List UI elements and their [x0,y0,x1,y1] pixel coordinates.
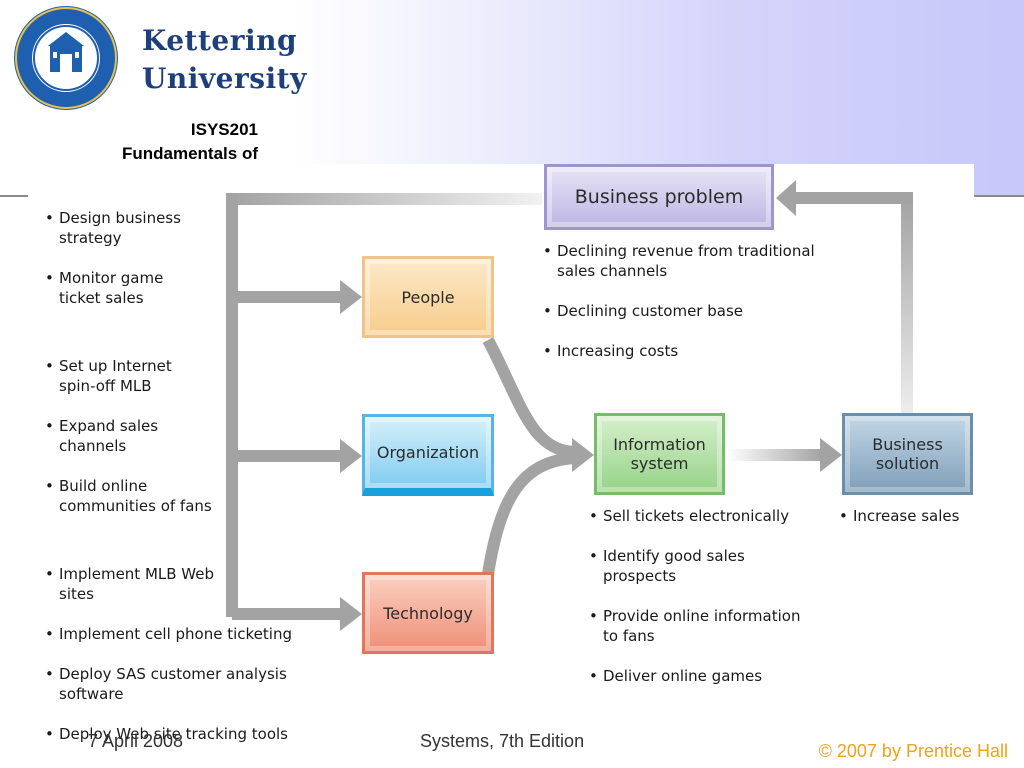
information-system-bullet-list: Sell tickets electronically Identify goo… [589,506,800,686]
list-item: Increase sales [839,506,959,526]
arrow-to-people [232,291,342,303]
arrow-to-information-system [572,438,594,472]
arrow-to-business-problem [776,180,796,216]
people-box: People [362,256,494,338]
footer-book-title: Systems, 7th Edition [420,731,585,751]
list-item: Sell tickets electronically [589,506,800,526]
business-problem-bullet-list: Declining revenue from traditionalsales … [543,241,815,361]
business-problem-box: Business problem [544,164,774,230]
logo-word-line1: Kettering [142,24,298,57]
footer-copyright: © 2007 by Prentice Hall [818,741,1008,761]
list-item: Declining revenue from traditionalsales … [543,241,815,281]
organization-box: Organization [362,414,494,496]
list-item: Declining customer base [543,301,815,321]
course-code: ISYS201 [190,120,258,139]
list-item: Implement cell phone ticketing [45,624,292,644]
list-item: Deploy Web site tracking tools [45,724,292,744]
technology-box: Technology [362,572,494,654]
logo-word-line2: University [142,62,307,95]
list-item: Deliver online games [589,666,800,686]
footer-date: 7 April 2008 [88,731,184,751]
business-solution-bullet-list: Increase sales [839,506,959,526]
course-title: Fundamentals of [121,144,258,163]
list-item: Increasing costs [543,341,815,361]
arrow-to-organization [232,450,342,462]
university-seal-logo [14,6,118,110]
arrow-to-technology [232,608,342,620]
arrow-to-business-solution [727,449,823,461]
